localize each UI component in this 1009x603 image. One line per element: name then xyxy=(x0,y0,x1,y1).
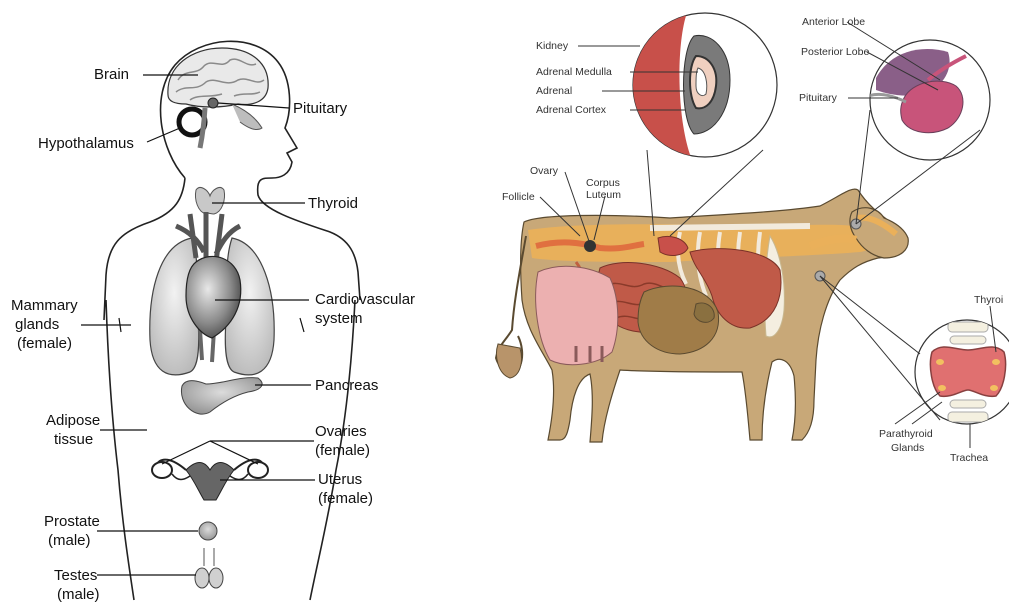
label-ovaries-1: Ovaries xyxy=(315,423,367,440)
label-parathyroid-2: Glands xyxy=(891,442,924,454)
ovary-cow xyxy=(584,240,596,252)
thyroid-inset xyxy=(915,320,1009,424)
label-mammary-3: (female) xyxy=(17,335,72,352)
thyroid-gland xyxy=(195,188,224,214)
label-prostate-1: Prostate xyxy=(44,513,100,530)
pancreas xyxy=(181,378,262,414)
label-brain: Brain xyxy=(94,66,129,83)
pituitary-gland xyxy=(208,98,218,108)
label-mammary-1: Mammary xyxy=(11,297,78,314)
kidney-adrenal-inset xyxy=(630,10,777,160)
cow-illustration: Kidney Adrenal Medulla Adrenal Adrenal C… xyxy=(480,0,1009,603)
label-anterior-lobe: Anterior Lobe xyxy=(802,16,865,28)
label-prostate-2: (male) xyxy=(48,532,91,549)
label-hypothalamus: Hypothalamus xyxy=(38,135,134,152)
label-mammary-2: glands xyxy=(15,316,59,333)
label-thyroid: Thyroid xyxy=(308,195,358,212)
label-pituitary: Pituitary xyxy=(293,100,348,117)
pituitary-inset xyxy=(868,40,990,160)
label-cardiovascular-2: system xyxy=(315,310,363,327)
label-corpus-2: Luteum xyxy=(586,189,621,201)
label-ovaries-2: (female) xyxy=(315,442,370,459)
brain xyxy=(168,48,268,130)
label-adipose-2: tissue xyxy=(54,431,93,448)
label-thyroid-cow: Thyroi xyxy=(974,294,1003,306)
label-testes-1: Testes xyxy=(54,567,97,584)
label-ovary: Ovary xyxy=(530,165,559,177)
testes xyxy=(195,548,223,588)
label-parathyroid-1: Parathyroid xyxy=(879,428,933,440)
label-cardiovascular-1: Cardiovascular xyxy=(315,291,415,308)
label-adrenal: Adrenal xyxy=(536,85,572,97)
label-uterus-2: (female) xyxy=(318,490,373,507)
cow-body xyxy=(496,189,908,442)
human-illustration: Brain Pituitary Hypothalamus Thyroid Mam… xyxy=(0,0,480,603)
label-pituitary: Pituitary xyxy=(799,92,838,104)
label-pancreas: Pancreas xyxy=(315,377,378,394)
label-adrenal-medulla: Adrenal Medulla xyxy=(536,66,612,78)
label-follicle: Follicle xyxy=(502,191,535,203)
label-corpus-1: Corpus xyxy=(586,177,620,189)
label-adrenal-cortex: Adrenal Cortex xyxy=(536,104,607,116)
label-kidney: Kidney xyxy=(536,40,569,52)
label-posterior-lobe: Posterior Lobe xyxy=(801,46,869,58)
label-testes-2: (male) xyxy=(57,586,100,603)
human-endocrine-diagram: Brain Pituitary Hypothalamus Thyroid Mam… xyxy=(0,0,480,603)
label-adipose-1: Adipose xyxy=(46,412,100,429)
label-trachea: Trachea xyxy=(950,452,988,464)
cow-endocrine-diagram: Kidney Adrenal Medulla Adrenal Adrenal C… xyxy=(480,0,1009,603)
prostate xyxy=(199,522,217,540)
label-uterus-1: Uterus xyxy=(318,471,362,488)
